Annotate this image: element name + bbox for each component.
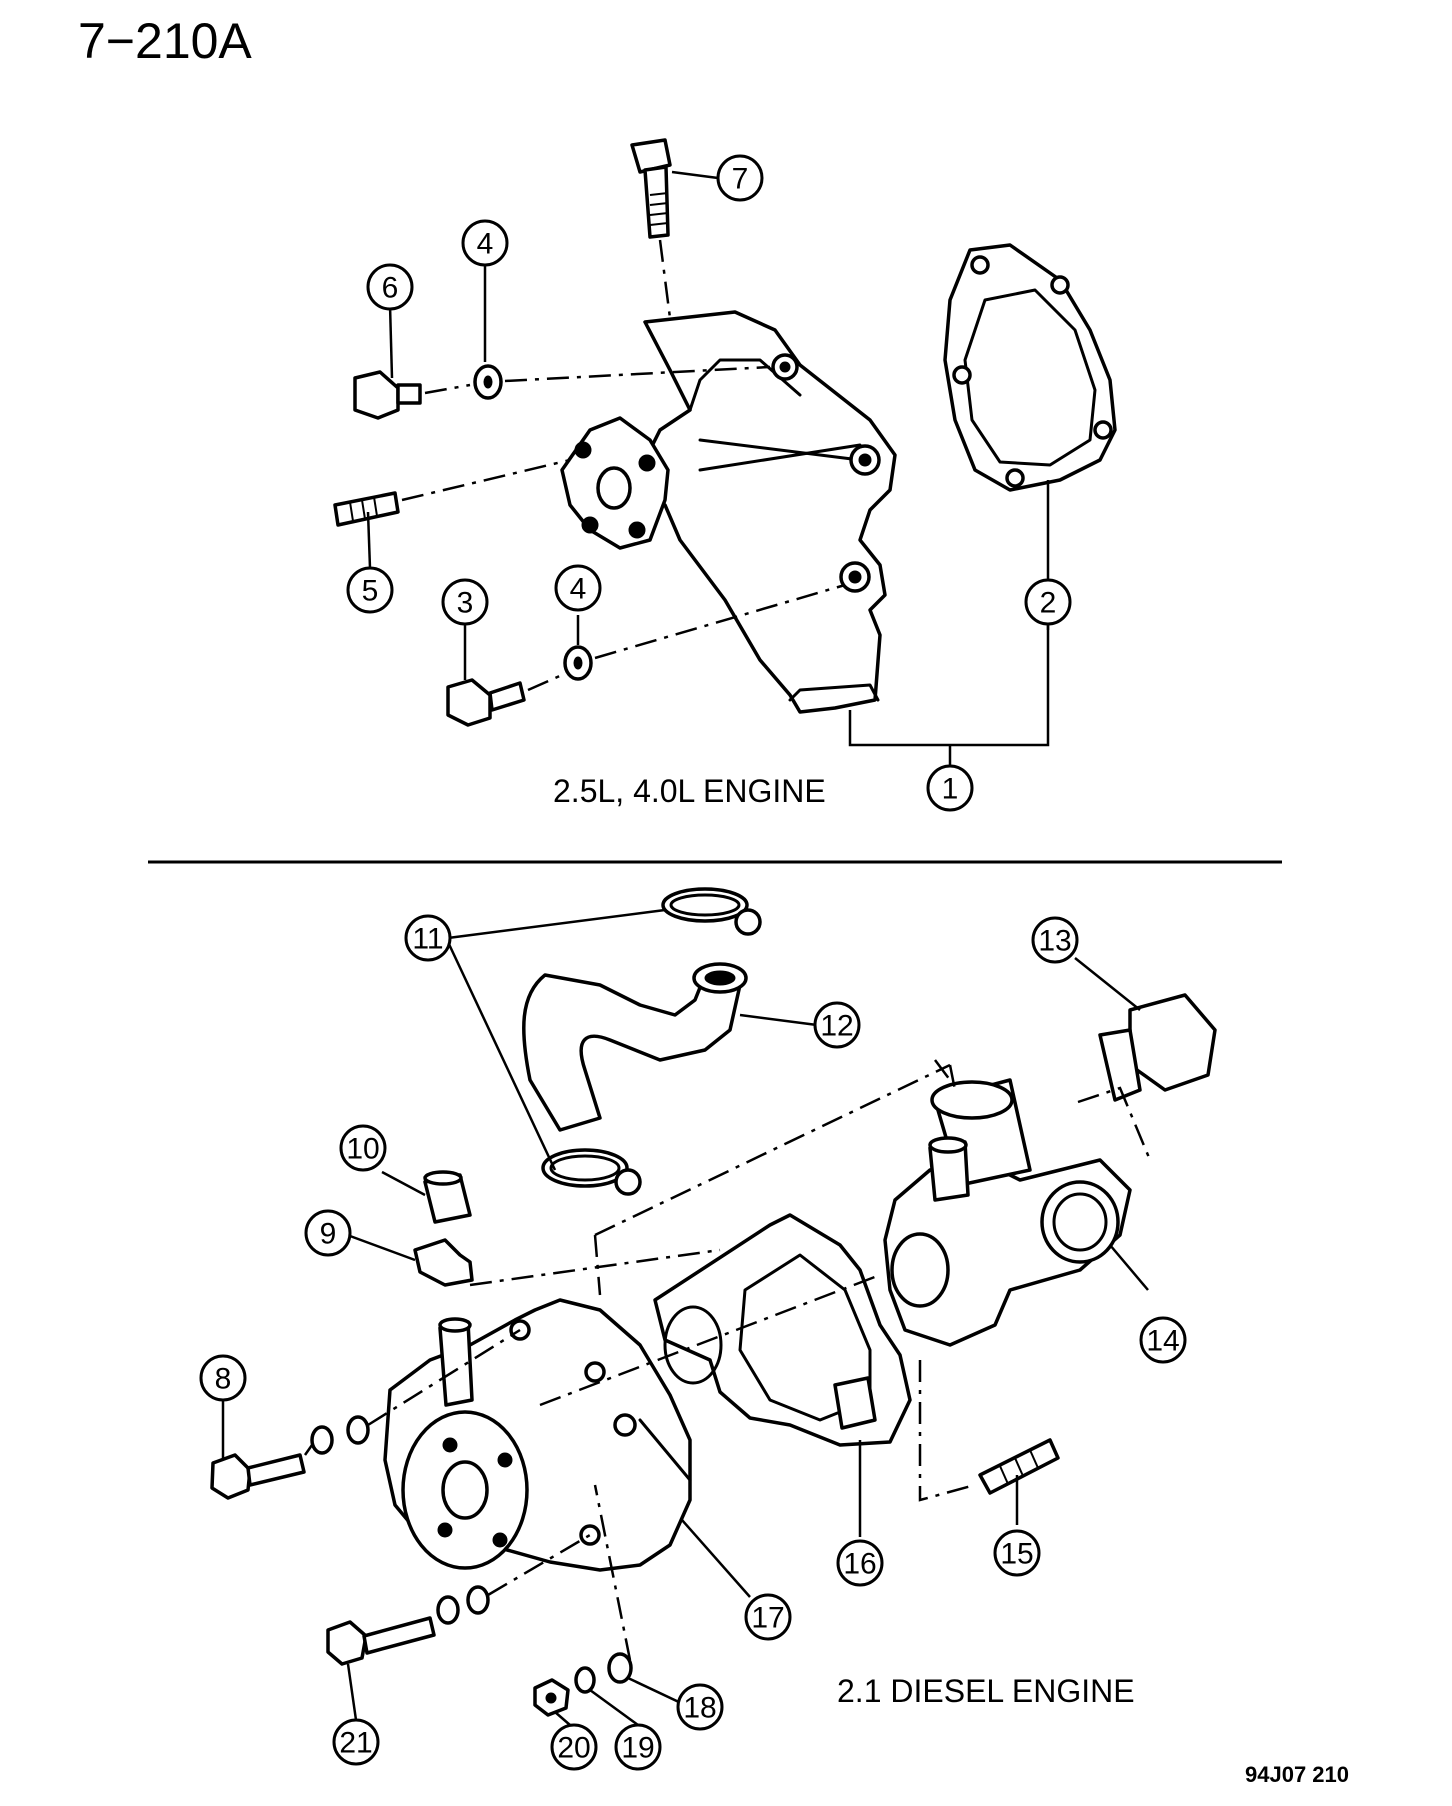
svg-text:20: 20 [557, 1732, 590, 1765]
bolt-6 [353, 370, 422, 420]
callout-20: 20 [550, 1723, 598, 1771]
svg-text:2: 2 [1040, 587, 1057, 620]
gasket-gas [943, 243, 1117, 492]
page-code: 7−210A [78, 13, 252, 69]
svg-text:9: 9 [320, 1218, 337, 1251]
washer-21b [466, 1585, 490, 1615]
washer-19 [574, 1666, 596, 1694]
svg-text:12: 12 [820, 1010, 853, 1043]
stud-5 [333, 491, 400, 527]
washer-18 [607, 1652, 633, 1684]
callout-4-upper: 4 [461, 219, 509, 267]
section-caption-gas-engine: 2.5L, 4.0L ENGINE [553, 773, 826, 809]
svg-text:13: 13 [1038, 925, 1071, 958]
callout-16: 16 [836, 1539, 884, 1587]
callout-17: 17 [744, 1593, 792, 1641]
svg-text:3: 3 [457, 587, 474, 620]
water-pump-gas [560, 310, 897, 714]
plug-13 [1098, 993, 1217, 1102]
washer-4-upper [473, 364, 503, 400]
hose-12 [522, 962, 748, 1132]
callout-1: 1 [926, 764, 974, 812]
washer-8b [346, 1415, 370, 1445]
washer-21a [436, 1595, 460, 1625]
svg-text:5: 5 [362, 575, 379, 608]
callout-8: 8 [199, 1354, 247, 1402]
water-pump-diesel [383, 1298, 692, 1572]
fitting-9 [413, 1238, 474, 1287]
bolt-8 [210, 1453, 306, 1500]
svg-text:21: 21 [339, 1727, 372, 1760]
washer-4-lower [563, 645, 593, 681]
bolt-21 [326, 1616, 436, 1666]
svg-text:18: 18 [683, 1692, 716, 1725]
callout-21: 21 [332, 1718, 380, 1766]
gasket-16 [653, 1213, 912, 1447]
callout-19: 19 [614, 1723, 662, 1771]
bolt-3 [446, 678, 526, 727]
clamp-11-upper [661, 887, 762, 936]
callout-10: 10 [339, 1124, 387, 1172]
callout-2: 2 [1024, 578, 1072, 626]
stud-15 [978, 1438, 1060, 1495]
callout-4-lower: 4 [554, 564, 602, 612]
washer-8a [310, 1425, 334, 1455]
callout-11: 11 [404, 914, 452, 962]
section-caption-diesel-engine: 2.1 DIESEL ENGINE [837, 1673, 1135, 1709]
housing-14 [883, 1078, 1132, 1347]
svg-text:14: 14 [1146, 1325, 1179, 1358]
callout-9: 9 [304, 1209, 352, 1257]
nut-20 [533, 1678, 570, 1717]
svg-text:4: 4 [570, 573, 587, 606]
callout-18: 18 [676, 1683, 724, 1731]
figure-reference: 94J07 210 [1245, 1762, 1349, 1787]
callout-12: 12 [813, 1001, 861, 1049]
svg-text:16: 16 [843, 1548, 876, 1581]
callout-7: 7 [716, 154, 764, 202]
svg-text:15: 15 [1000, 1538, 1033, 1571]
callout-13: 13 [1031, 916, 1079, 964]
nipple-10 [423, 1170, 472, 1224]
clamp-11-lower [541, 1148, 642, 1196]
svg-text:8: 8 [215, 1363, 232, 1396]
callout-15: 15 [993, 1529, 1041, 1577]
svg-text:17: 17 [751, 1602, 784, 1635]
callout-14: 14 [1139, 1316, 1187, 1364]
svg-text:19: 19 [621, 1732, 654, 1765]
svg-text:4: 4 [477, 228, 494, 261]
svg-text:1: 1 [942, 773, 959, 806]
svg-text:7: 7 [732, 163, 749, 196]
svg-text:6: 6 [382, 272, 399, 305]
callout-6: 6 [366, 263, 414, 311]
callout-5: 5 [346, 566, 394, 614]
bolt-7 [630, 138, 672, 239]
svg-text:11: 11 [412, 923, 443, 956]
callout-3: 3 [441, 578, 489, 626]
svg-text:10: 10 [346, 1133, 379, 1166]
